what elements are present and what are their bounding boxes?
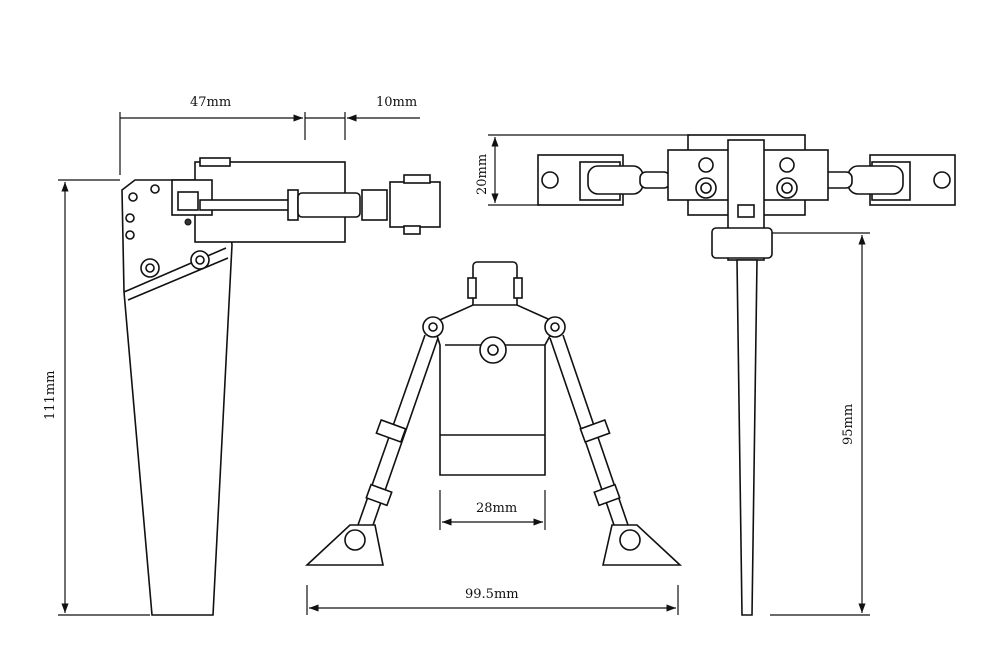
dim-label-111mm: 111mm bbox=[43, 371, 58, 420]
dim-label-20mm: 20mm bbox=[475, 154, 490, 195]
dim-label-95mm: 95mm bbox=[841, 404, 856, 445]
side-view bbox=[121, 157, 441, 616]
dim-label-47mm: 47mm bbox=[190, 95, 231, 110]
dimension-lines bbox=[58, 112, 870, 616]
dim-label-99-5mm: 99.5mm bbox=[465, 587, 519, 602]
dim-label-10mm: 10mm bbox=[376, 95, 417, 110]
dim-label-28mm: 28mm bbox=[476, 501, 517, 516]
rudder-blade bbox=[121, 179, 233, 616]
front-view bbox=[304, 261, 683, 566]
top-view bbox=[537, 134, 956, 616]
